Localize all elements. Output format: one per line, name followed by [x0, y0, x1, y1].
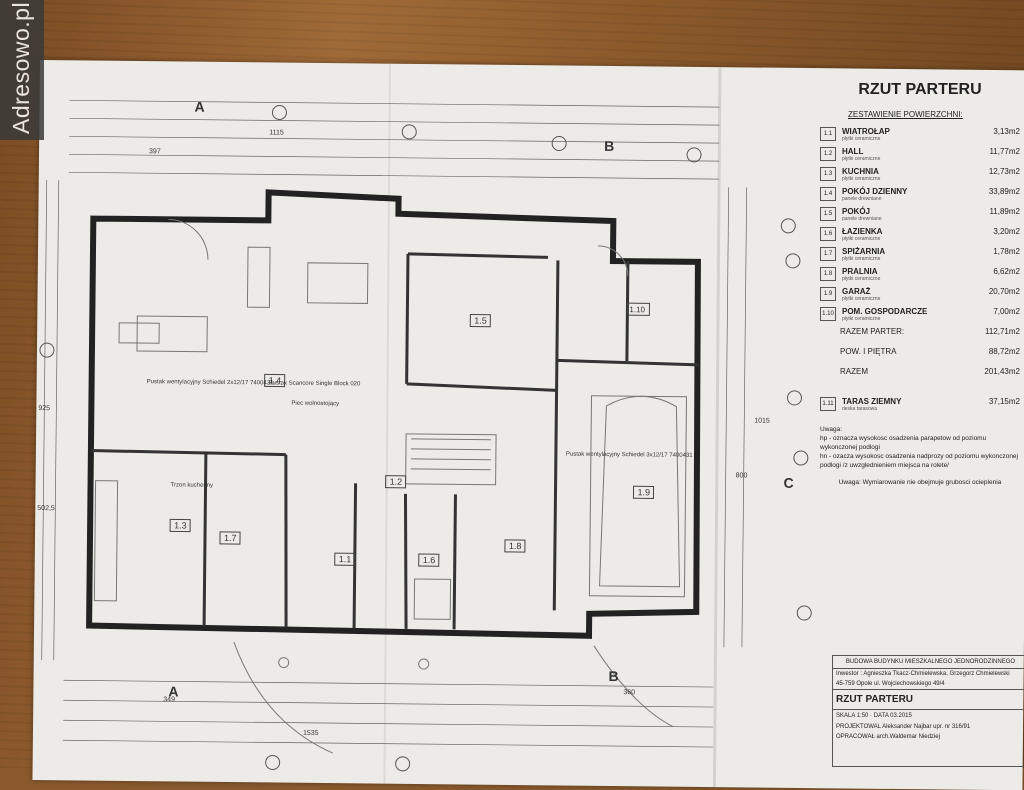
room-label-1-3: 1.3: [174, 520, 187, 530]
summary-heading: ZESTAWIENIE POWIERZCHNI:: [848, 110, 963, 119]
room-label-1-5: 1.5: [474, 316, 487, 326]
dim-label: 1015: [754, 417, 770, 424]
axis-c-label: C: [784, 475, 794, 491]
dim-label: 1535: [303, 730, 319, 737]
vent-block-1: Pustak wentylacyjny Schiedel 2x12/17 740…: [147, 379, 274, 386]
stove-note: Piec wolnostojący: [291, 401, 339, 407]
vent-block-2: Pustak Scancore Single Block 020: [269, 380, 361, 387]
total-row: RAZEM PARTER:112,71m2: [840, 327, 1020, 336]
room-label-1-6: 1.6: [423, 555, 436, 565]
floor-plan-sheet: 1.5 1.4 1.2 1.3 1.7 1.1 1.6 1.8 1.9 1.10…: [32, 60, 1024, 790]
room-label-1-8: 1.8: [509, 541, 522, 551]
dim-label: 925: [38, 405, 50, 412]
notes: Uwaga: hp - oznacza wysokosc osadzenia p…: [820, 426, 1018, 486]
section-b-bottom: B: [608, 668, 618, 684]
title-block: BUDOWA BUDYNKU MIESZKALNEGO JEDNORODZINN…: [832, 655, 1024, 767]
section-a-bottom: A: [168, 683, 178, 699]
room-label-1-1: 1.1: [339, 554, 352, 564]
dim-label: 349: [163, 696, 175, 703]
dim-label: 800: [736, 472, 748, 479]
section-a-top: A: [194, 99, 204, 115]
room-label-1-9: 1.9: [637, 487, 650, 497]
room-label-1-4: 1.4: [269, 375, 282, 385]
floor-plan-drawing: 1.5 1.4 1.2 1.3 1.7 1.1 1.6 1.8 1.9 1.10…: [37, 63, 812, 788]
section-b-top: B: [604, 138, 614, 154]
vent-block-3: Pustak wentylacyjny Schiedel 3x12/17 740…: [566, 452, 693, 459]
dim-label: 1115: [269, 129, 284, 136]
room-label-1-2: 1.2: [390, 477, 403, 487]
dim-label: 397: [149, 148, 161, 155]
watermark-badge: Adresowo.pl: [0, 0, 44, 140]
area-summary-panel: RZUT PARTERU ZESTAWIENIE POWIERZCHNI: 1.…: [820, 80, 1020, 487]
kitchen-chimney-note: Trzon kuchenny: [171, 482, 214, 488]
dim-label: 360: [623, 689, 635, 696]
dim-label: 502,5: [37, 505, 55, 512]
watermark-text: Adresowo.pl: [8, 1, 34, 134]
room-label-1-7: 1.7: [224, 533, 237, 543]
plan-title: RZUT PARTERU: [858, 81, 982, 98]
room-label-1-10: 1.10: [629, 305, 645, 314]
